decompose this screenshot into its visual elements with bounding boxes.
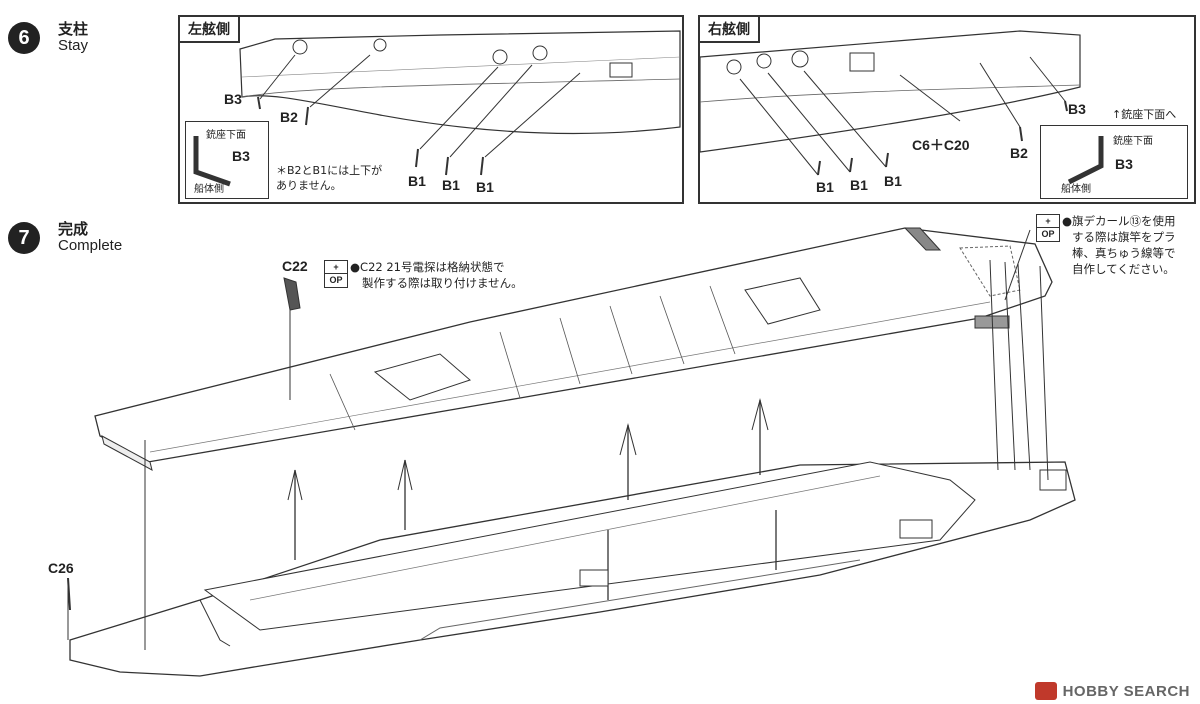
starboard-arrow-note: ↑銃座下面へ [1112,108,1177,121]
starboard-label-b2: B2 [1010,145,1028,161]
step-7-number: 7 [18,226,30,249]
hobby-search-watermark: HOBBY SEARCH [1034,682,1190,700]
c26-label: C26 [48,560,74,576]
starboard-label-c6-c20: C6＋C20 [912,137,970,153]
starboard-hull-drawing [700,30,1081,176]
starboard-inset-bottom: 船体側 [1061,184,1091,195]
starboard-label-b3: B3 [1068,101,1086,117]
c22-op-badge: + OP [324,260,348,288]
flag-note-line4: 自作してください。 [1072,262,1175,276]
port-note: ＊B2とB1には上下がありません。 [276,164,383,192]
step-7-title-en: Complete [58,237,123,254]
port-inset-bottom: 船体側 [194,184,224,195]
stay-part-icon [1067,136,1104,185]
flag-note-line3: 棒、真ちゅう線等で [1072,246,1176,260]
port-label-b2: B2 [280,109,298,125]
hobby-search-logo-icon [1034,682,1057,700]
flag-op-badge: + OP [1036,214,1060,242]
watermark-text: HOBBY SEARCH [1062,682,1190,700]
port-label-b1-2: B1 [442,177,460,193]
op-plus-icon: + [325,261,347,274]
port-inset-top: 銃座下面 [206,130,246,141]
flag-note-line2: する際は旗竿をプラ [1072,230,1176,244]
step-6-title-jp: 支柱 [58,20,89,38]
step-7-badge: 7 [8,222,40,254]
starboard-inset-part: B3 [1115,156,1133,172]
port-side-title: 左舷側 [180,17,240,43]
port-side-panel: 左舷側 B3 B2 B1 B1 B1 銃座下面 B3 船体側 ＊B2とB1には上… [178,15,684,204]
c22-note-line2: 製作する際は取り付けません。 [362,276,523,290]
c22-note-line1: ●C22 21号電探は格納状態で [350,260,505,274]
step-6-title-en: Stay [58,37,89,54]
starboard-inset-box: 銃座下面 B3 船体側 [1040,125,1188,199]
op-plus-icon: + [1037,215,1059,228]
port-label-b1-3: B1 [476,179,494,195]
stay-part-icon [193,136,231,187]
port-label-b1-1: B1 [408,173,426,189]
step-7-title-jp: 完成 [58,220,89,238]
starboard-label-b1-1: B1 [816,179,834,195]
starboard-label-b1-3: B1 [884,173,902,189]
starboard-label-b1-2: B1 [850,177,868,193]
op-text: OP [329,275,343,285]
port-inset-box: 銃座下面 B3 船体側 [185,121,269,199]
port-inset-part: B3 [232,148,250,164]
port-hull-drawing [239,30,681,176]
op-text: OP [1041,229,1055,239]
flag-note-line1: ●旗デカール⑬を使用 [1062,214,1176,228]
port-label-b3: B3 [224,91,242,107]
step-6-number: 6 [18,26,30,49]
starboard-side-panel: 右舷側 B3 ↑銃座下面へ C6＋C20 B2 B1 B1 B1 銃座下面 B3… [698,15,1196,204]
c22-label: C22 [282,258,308,274]
step-6-badge: 6 [8,22,40,54]
starboard-side-title: 右舷側 [700,17,760,43]
starboard-inset-top: 銃座下面 [1113,136,1153,147]
